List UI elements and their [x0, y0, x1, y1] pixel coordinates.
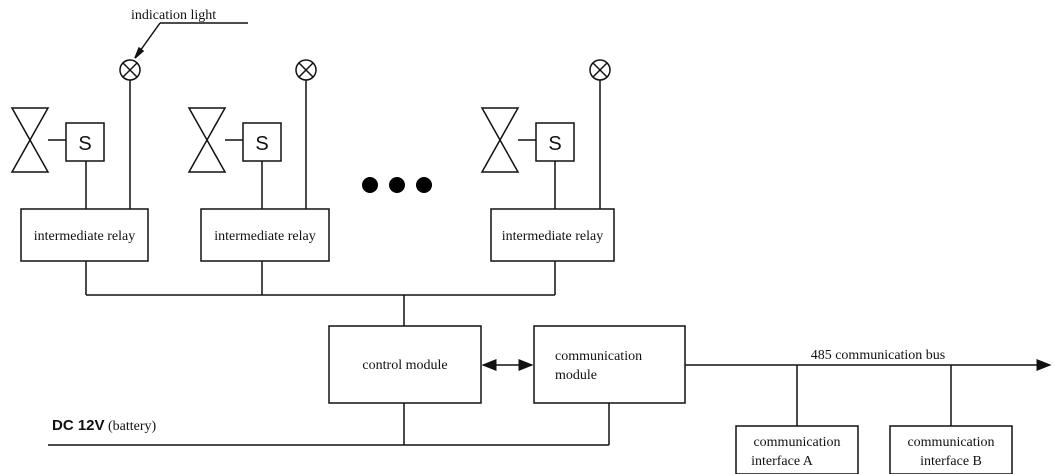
interface-b-label-line1: communication	[907, 435, 994, 450]
dc-source-label: (battery)	[108, 419, 157, 434]
indication-light-label: indication light	[131, 8, 216, 23]
valve-group-2	[187, 59, 330, 295]
indication-light-icon	[589, 59, 611, 81]
control-module-box	[328, 325, 482, 404]
bus-label: 485 communication bus	[811, 348, 946, 363]
intermediate-relay-box-3	[490, 208, 615, 262]
control-module-label: control module	[362, 358, 447, 373]
intermediate-relay-box-1	[20, 208, 149, 262]
indication-light-icon	[119, 59, 141, 81]
interface-b-label-line2: interface B	[920, 454, 982, 469]
valve-icon	[187, 107, 227, 173]
solenoid-label-3: S	[548, 133, 561, 155]
communication-module-box	[533, 325, 686, 404]
communication-module-label-line1: communication	[555, 349, 642, 364]
communication-module-label-line2: module	[555, 368, 597, 383]
relay-label-2: intermediate relay	[214, 229, 315, 244]
valve-icon	[480, 107, 520, 173]
indication-light-leader	[134, 22, 248, 59]
relay-label-3: intermediate relay	[502, 229, 603, 244]
dc-voltage-label: DC 12V	[52, 417, 105, 434]
communication-interface-b-box	[889, 425, 1013, 474]
relay-label-1: intermediate relay	[34, 229, 135, 244]
interface-a-label-line2: interface A	[751, 454, 814, 469]
valve-group-1	[10, 59, 149, 295]
valve-group-3	[480, 59, 615, 295]
valve-icon	[10, 107, 50, 173]
intermediate-relay-box-2	[200, 208, 330, 262]
solenoid-box	[65, 122, 105, 162]
solenoid-label-2: S	[255, 133, 268, 155]
solenoid-label-1: S	[78, 133, 91, 155]
indication-light-icon	[295, 59, 317, 81]
solenoid-box	[535, 122, 575, 162]
communication-interface-a-box	[735, 425, 859, 474]
interface-a-label-line1: communication	[753, 435, 840, 450]
more-relays-ellipsis	[362, 177, 432, 193]
